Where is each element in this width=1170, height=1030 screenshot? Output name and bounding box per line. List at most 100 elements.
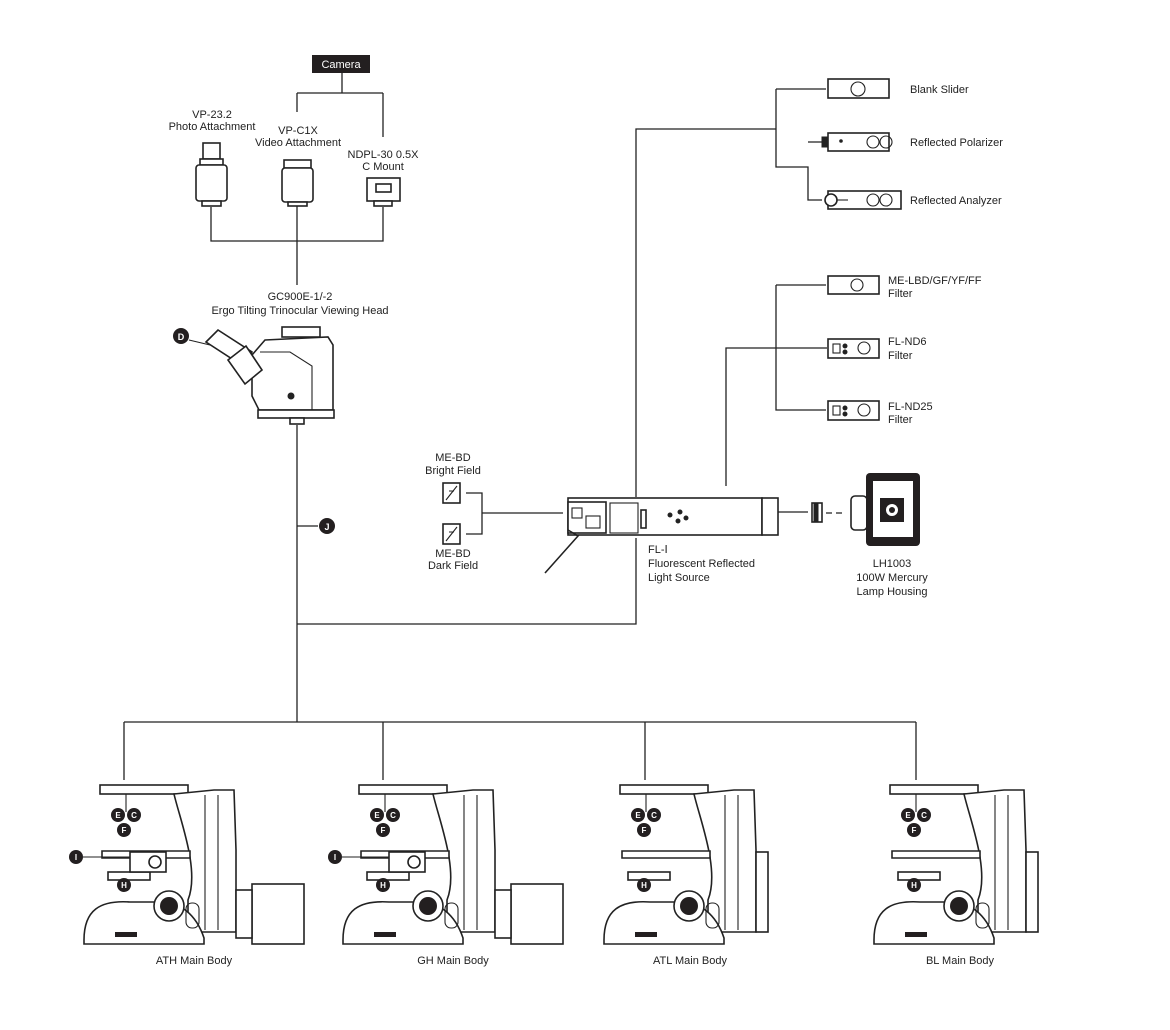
bl-marker-c: C (917, 808, 931, 822)
gh-marker-h: H (376, 878, 390, 892)
bl-label: BL Main Body (926, 955, 995, 967)
illuminator-icon (544, 497, 779, 574)
dark-field-cube-icon (442, 523, 461, 545)
bl-marker-f: F (907, 823, 921, 837)
gh-marker-i: I (328, 850, 389, 864)
ath-marker-f-label: F (122, 826, 127, 835)
bl-marker-f-label: F (912, 826, 917, 835)
video-attachment-icon (281, 159, 314, 207)
atl-marker-h: H (637, 878, 651, 892)
ath-marker-h-label: H (121, 881, 127, 890)
attachment-ndpl30-name: NDPL-30 0.5X (348, 149, 420, 161)
filter-nd25-name: FL-ND25 (888, 401, 933, 413)
filter-nd25: FL-ND25 Filter (827, 400, 933, 426)
filter-nd6-name: FL-ND6 (888, 336, 927, 348)
atl-marker-e: E (631, 808, 645, 822)
attachment-vp23-name: VP-23.2 (192, 109, 232, 121)
marker-d-label: D (178, 332, 185, 342)
bl-marker-e-label: E (905, 811, 911, 820)
lamp-line1: 100W Mercury (856, 572, 928, 584)
filter-nd6: FL-ND6 Filter (827, 336, 927, 362)
bl-marker-h: H (907, 878, 921, 892)
viewing-head: GC900E-1/-2 Ergo Tilting Trinocular View… (204, 291, 389, 425)
trinocular-head-icon (204, 326, 335, 425)
bl-body-icon (873, 784, 1039, 945)
marker-j-label: J (324, 522, 329, 532)
ath-marker-f: F (117, 823, 131, 837)
head-name: GC900E-1/-2 (268, 291, 333, 303)
ath-body-icon (83, 784, 305, 945)
attachment-vp23: VP-23.2 Photo Attachment (169, 109, 256, 207)
slider-analyzer: Reflected Analyzer (824, 190, 1002, 210)
filter-nd6-desc: Filter (888, 350, 913, 362)
atl-marker-h-label: H (641, 881, 647, 890)
ath-marker-i: I (69, 850, 130, 864)
gh-marker-e: E (370, 808, 384, 822)
lamp-line2: Lamp Housing (857, 586, 928, 598)
attachment-ndpl30: NDPL-30 0.5X C Mount (348, 149, 420, 207)
atl-body-icon (603, 784, 769, 945)
ath-marker-c-label: C (131, 811, 137, 820)
cube-dark-field-name: ME-BD (435, 548, 471, 560)
bl-marker-e: E (901, 808, 915, 822)
marker-d: D (173, 328, 211, 346)
bl-marker-h-label: H (911, 881, 917, 890)
ath-marker-c: C (127, 808, 141, 822)
gh-marker-h-label: H (380, 881, 386, 890)
filter-nd25-desc: Filter (888, 414, 913, 426)
cube-bright-field-name: ME-BD (435, 452, 471, 464)
cube-dark-field-desc: Dark Field (428, 560, 478, 572)
illuminator-line1: Fluorescent Reflected (648, 558, 755, 570)
attachment-vp23-desc: Photo Attachment (169, 121, 256, 133)
photo-attachment-icon (195, 142, 228, 207)
body-bl: E C F H BL Main Body (873, 784, 1039, 967)
gh-marker-c-label: C (390, 811, 396, 820)
cube-bright-field: ME-BD Bright Field (425, 452, 481, 504)
ath-marker-e-label: E (115, 811, 121, 820)
lamp-housing-icon (850, 473, 920, 546)
camera-box: Camera (312, 55, 370, 73)
slider-analyzer-label: Reflected Analyzer (910, 195, 1002, 207)
marker-j: J (319, 518, 335, 534)
attachment-vpc1x-name: VP-C1X (278, 125, 318, 137)
illuminator-line2: Light Source (648, 572, 710, 584)
bl-marker-c-label: C (921, 811, 927, 820)
gh-marker-i-label: I (334, 853, 336, 862)
atl-marker-c-label: C (651, 811, 657, 820)
camera-label: Camera (321, 59, 361, 71)
lamp-housing: LH1003 100W Mercury Lamp Housing (811, 473, 928, 598)
filter-lbd-desc: Filter (888, 288, 913, 300)
cube-dark-field: ME-BD Dark Field (428, 523, 478, 572)
body-atl: E C F H ATL Main Body (603, 784, 769, 967)
lamp-name: LH1003 (873, 558, 912, 570)
atl-marker-f: F (637, 823, 651, 837)
c-mount-icon (366, 177, 401, 207)
body-ath: E C F I H ATH Main Body (69, 784, 305, 967)
cube-bright-field-desc: Bright Field (425, 465, 481, 477)
illuminator-name: FL-Ⅰ (648, 544, 668, 556)
attachment-vpc1x: VP-C1X Video Attachment (255, 125, 341, 207)
atl-marker-c: C (647, 808, 661, 822)
body-gh: E C F I H GH Main Body (328, 784, 564, 967)
slider-blank-label: Blank Slider (910, 84, 969, 96)
attachment-vpc1x-desc: Video Attachment (255, 137, 341, 149)
atl-label: ATL Main Body (653, 955, 727, 967)
atl-marker-f-label: F (642, 826, 647, 835)
atl-marker-e-label: E (635, 811, 641, 820)
gh-label: GH Main Body (417, 955, 489, 967)
connector-lines (123, 73, 917, 780)
gh-marker-f-label: F (381, 826, 386, 835)
slider-blank: Blank Slider (827, 78, 969, 99)
fluorescent-illuminator: FL-Ⅰ Fluorescent Reflected Light Source (544, 497, 779, 584)
lamp-collector-icon (811, 502, 823, 523)
attachment-ndpl30-desc: C Mount (362, 161, 404, 173)
gh-marker-f: F (376, 823, 390, 837)
gh-marker-c: C (386, 808, 400, 822)
ath-marker-h: H (117, 878, 131, 892)
head-desc: Ergo Tilting Trinocular Viewing Head (211, 305, 388, 317)
gh-marker-e-label: E (374, 811, 380, 820)
gh-body-icon (342, 784, 564, 945)
filter-lbd: ME-LBD/GF/YF/FF Filter (827, 275, 982, 300)
ath-marker-i-label: I (75, 853, 77, 862)
